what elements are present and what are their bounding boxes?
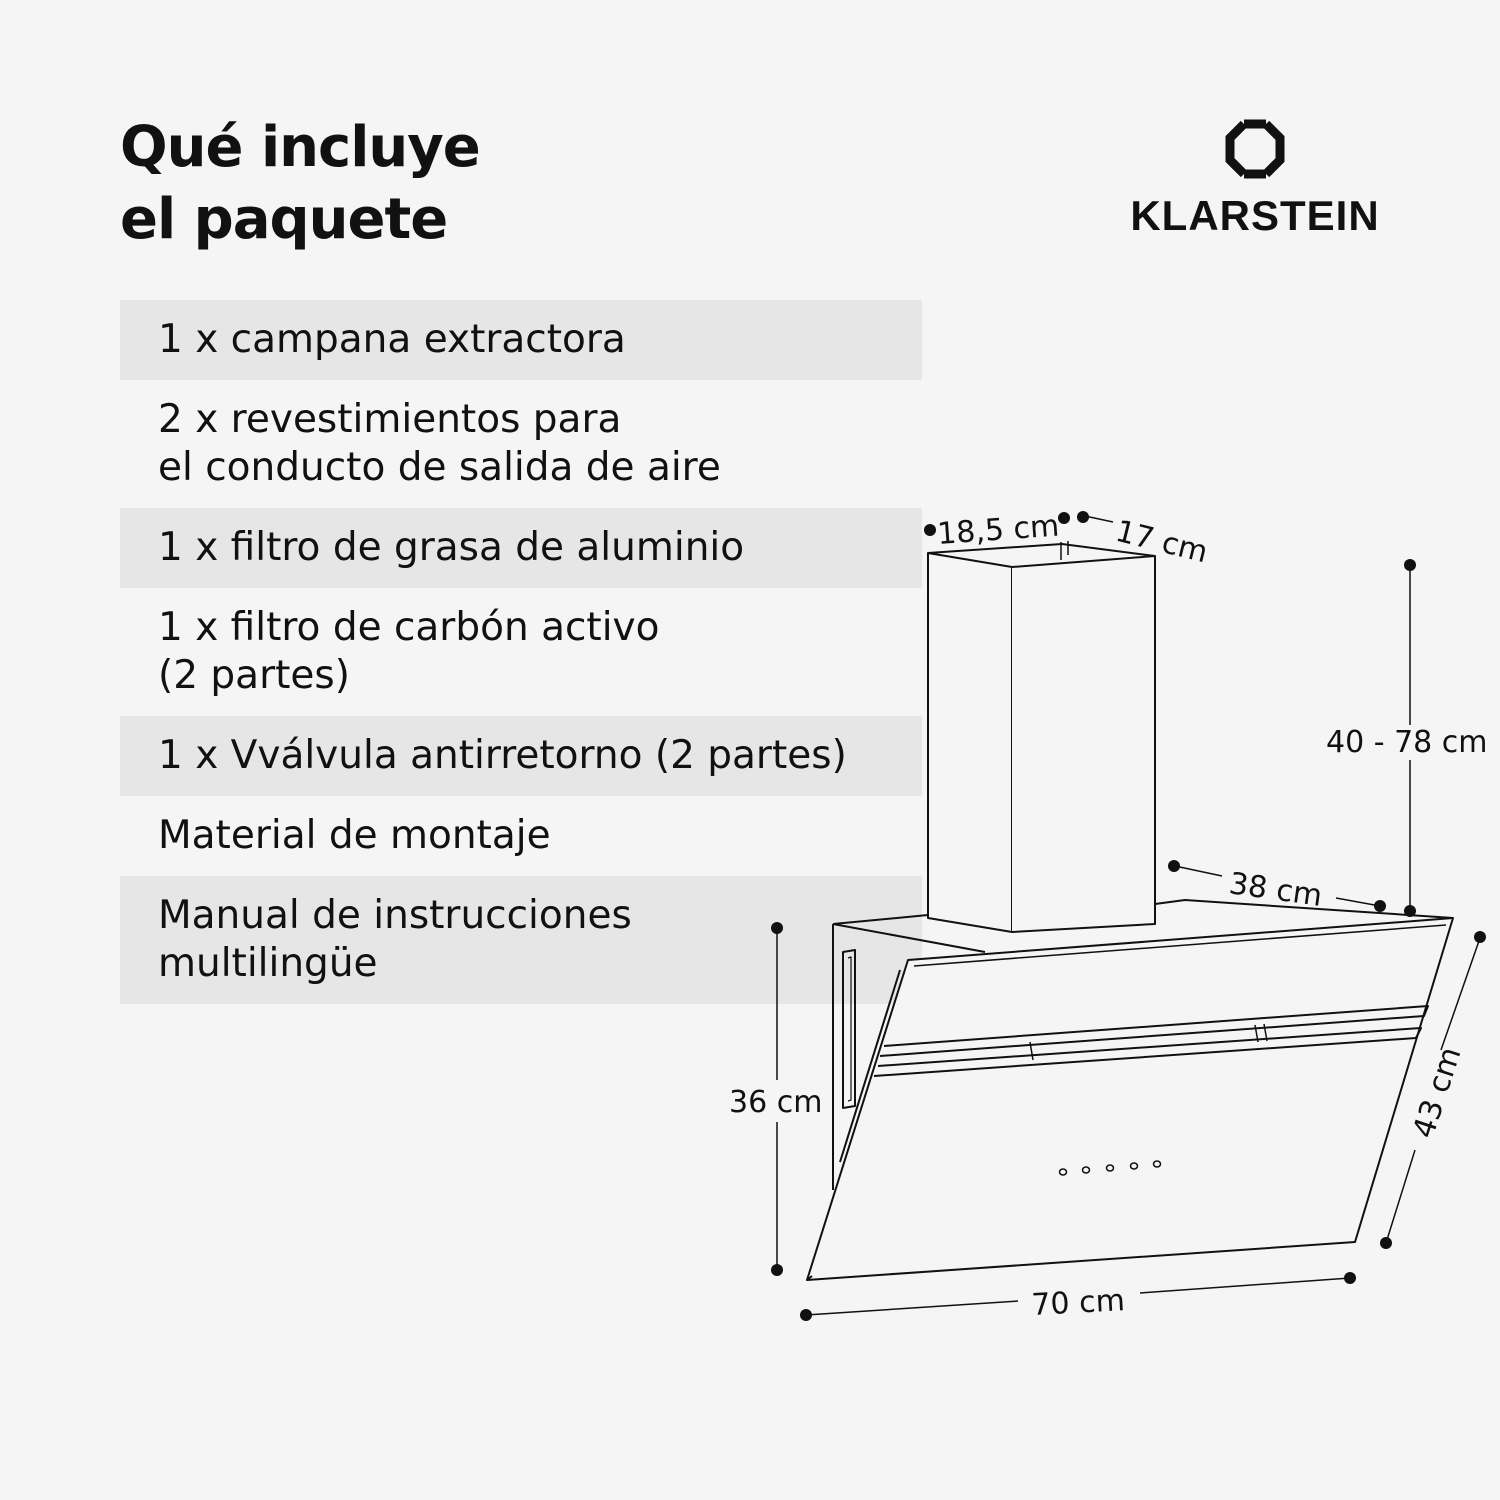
package-contents-list: 1 x campana extractora 2 x revestimiento… xyxy=(120,300,922,1004)
dim-hood-width: 70 cm xyxy=(1031,1283,1126,1323)
brand-name: KLARSTEIN xyxy=(1130,192,1380,239)
list-item-text: Material de montaje xyxy=(158,813,551,858)
list-item-text: 1 x Vválvula antirretorno (2 partes) xyxy=(158,733,847,778)
title-line-2: el paquete xyxy=(120,187,448,252)
list-item-text: el conducto de salida de aire xyxy=(158,445,721,490)
dim-hood-height: 36 cm xyxy=(729,1085,822,1120)
brand-logo: KLARSTEIN xyxy=(1120,118,1390,240)
control-buttons xyxy=(1058,1160,1162,1176)
list-item: 1 x campana extractora xyxy=(120,300,922,380)
list-item-text: 1 x filtro de grasa de aluminio xyxy=(158,525,745,570)
klarstein-diamond-logo-icon xyxy=(1225,119,1285,179)
dim-chimney-width: 18,5 cm xyxy=(936,509,1060,552)
list-item: 1 x filtro de grasa de aluminio xyxy=(120,508,922,588)
title-line-1: Qué incluye xyxy=(120,115,481,180)
hood-drawing xyxy=(806,541,1454,1281)
list-item-text: Manual de instrucciones xyxy=(158,893,632,938)
dimension-endpoints xyxy=(771,511,1486,1321)
list-item: 1 x filtro de carbón activo (2 partes) xyxy=(120,588,922,716)
list-item-text: 1 x campana extractora xyxy=(158,317,626,362)
list-item-text: (2 partes) xyxy=(158,653,350,698)
list-item: 1 x Vválvula antirretorno (2 partes) xyxy=(120,716,922,796)
dim-hood-depth: 38 cm xyxy=(1227,866,1324,914)
list-item-text: 2 x revestimientos para xyxy=(158,397,622,442)
page-title: Qué incluye el paquete xyxy=(120,112,481,256)
list-item-text: multilingüe xyxy=(158,941,378,986)
list-item: Manual de instrucciones multilingüe xyxy=(120,876,922,1004)
list-item: 2 x revestimientos para el conducto de s… xyxy=(120,380,922,508)
dim-glass-height: 43 cm xyxy=(1406,1043,1468,1143)
dim-chimney-height: 40 - 78 cm xyxy=(1326,725,1488,760)
dimension-lines xyxy=(776,515,1481,1316)
list-item-text: 1 x filtro de carbón activo xyxy=(158,605,660,650)
list-item: Material de montaje xyxy=(120,796,922,876)
